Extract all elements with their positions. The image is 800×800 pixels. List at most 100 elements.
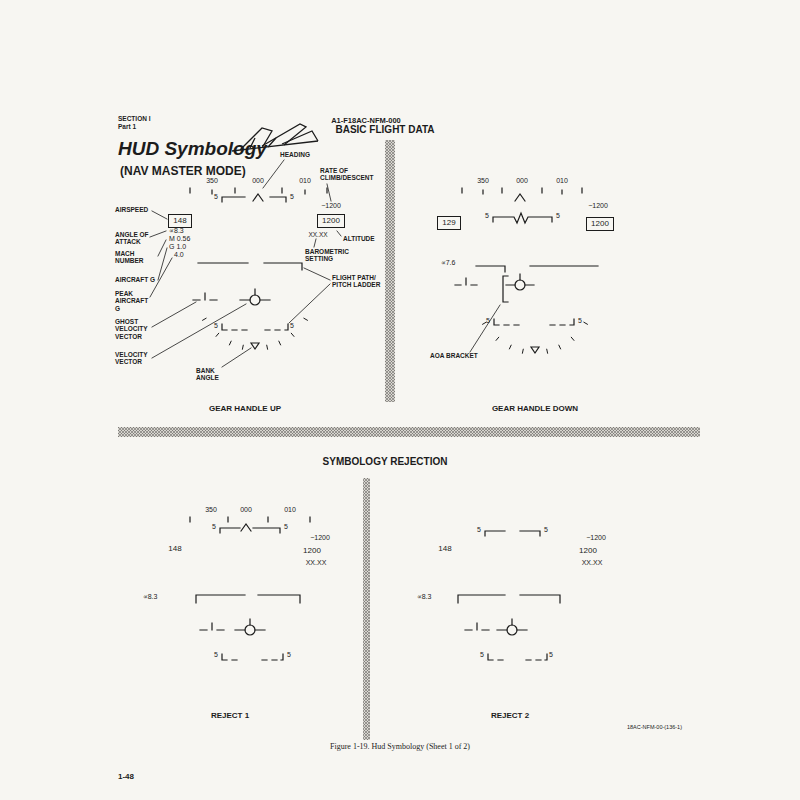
hud-readout: 1200 [579,546,597,555]
hud-readout: 5 [284,523,288,531]
bank-scale-tick [522,349,523,354]
divider-band [385,140,395,402]
velocity-vector [507,625,517,635]
hud-readout: 5 [544,526,548,534]
aoa-bracket [503,276,508,302]
callout-label: SECTION I [118,115,151,122]
heading-caret [253,194,263,201]
bank-scale-tick [547,349,548,354]
hud-readout: −1200 [588,202,608,210]
hud-readout: 350 [205,506,217,514]
hud-readout: 000 [240,506,252,514]
callout-label: REJECT 1 [211,711,249,720]
hud-readout: ∝8.3 [169,227,184,235]
hud-readout: 5 [556,212,560,220]
bank-scale-tick [496,337,499,341]
velocity-vector [497,619,527,630]
horizon-line [198,263,302,270]
bank-scale-tick [202,318,206,321]
figure-caption: Figure 1-19. Hud Symbology (Sheet 1 of 2… [330,742,470,751]
pitch-ladder [222,197,286,202]
hud-readout: 000 [516,177,528,185]
waterline-symbol [493,213,552,223]
heading-tape [462,188,582,194]
ghost-velocity-vector [465,623,489,630]
hud-readout: G 1.0 [169,243,186,251]
bank-scale-tick [559,345,561,350]
bank-scale-tick [303,318,307,321]
bank-scale-tick [571,337,574,341]
leader-line [470,305,500,352]
readout-box: 1200 [586,217,614,230]
hud-readout: 5 [486,317,490,325]
pitch-ladder [220,528,280,533]
hud-readout: ∝7.6 [441,259,456,267]
pitch-ladder [485,531,540,536]
callout-label: BASIC FLIGHT DATA [335,124,434,136]
hud-readout: −1200 [586,534,606,542]
pitch-ladder [222,324,288,330]
hud-readout: ∝8.3 [143,593,158,601]
hud-readout: XX.XX [306,559,327,567]
hud-readout: 5 [290,193,294,201]
hud-readout: 000 [252,177,264,185]
heading-tape [190,188,327,194]
hud-readout: 5 [485,212,489,220]
hud-readout: 148 [168,544,181,553]
callout-label: Part 1 [118,123,136,130]
hud-readout: 350 [206,177,218,185]
bank-scale-tick [216,333,219,337]
bank-scale-tick [279,341,281,346]
page-title: HUD Symbology [118,138,267,160]
horizon-line [458,595,560,603]
horizon-line [196,595,300,603]
callout-label: PEAK AIRCRAFT G [115,290,153,312]
velocity-vector [506,274,534,285]
hud-readout: 010 [556,177,568,185]
callout-label: BAROMETRIC SETTING [305,248,357,263]
hud-readout: XX.XX [308,231,327,238]
callout-label: AIRCRAFT G [115,276,155,283]
hud-readout: 5 [290,322,294,330]
bank-scale-tick [267,345,268,350]
readout-value: 148 [173,216,186,225]
callout-label: FLIGHT PATH/ PITCH LADDER [332,274,390,289]
readout-box: 1200 [317,214,345,227]
bank-pointer [251,343,259,349]
callout-label: AIRSPEED [115,206,148,213]
readout-box: 148 [168,214,191,227]
bank-scale-tick [229,341,231,346]
pitch-ladder [494,319,574,325]
divider-band [118,427,700,437]
hud-readout: −1200 [321,202,341,210]
callout-label: ANGLE OF ATTACK [115,231,153,246]
callout-label: REJECT 2 [491,711,529,720]
ghost-velocity-vector [200,623,224,630]
hud-readout: 5 [549,651,553,659]
velocity-vector [240,289,270,300]
hud-readout: 1200 [303,546,321,555]
hud-readout: 5 [287,651,291,659]
divider-band [363,478,370,740]
hud-readout: M 0.56 [169,235,190,243]
readout-value: 1200 [322,216,340,225]
hud-readout: 5 [578,317,582,325]
hud-readout: −1200 [310,534,330,542]
velocity-vector [250,295,260,305]
hud-readout: 4.0 [174,251,184,259]
pitch-ladder [222,654,283,660]
velocity-vector [515,280,525,290]
heading-caret [241,524,251,531]
hud-readout: 350 [477,177,489,185]
bank-scale-tick [291,333,294,337]
bank-scale-tick [583,322,587,325]
bank-scale-tick [482,322,486,325]
hud-readout: 5 [212,523,216,531]
callout-label: ALTITUDE [343,235,375,242]
hud-readout: 5 [214,322,218,330]
callout-label: 1-48 [118,772,134,781]
heading-caret [515,194,525,201]
callout-label: GEAR HANDLE DOWN [492,404,578,413]
bank-scale-tick [242,345,243,350]
